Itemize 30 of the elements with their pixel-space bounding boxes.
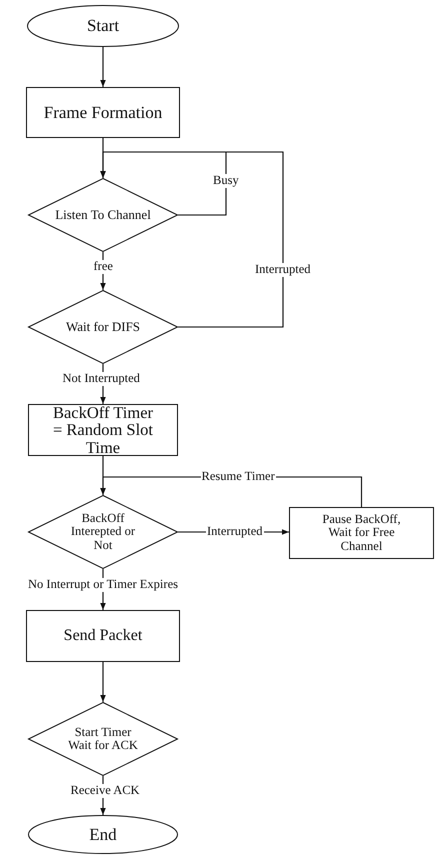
node-label: Start Timer Wait for ACK xyxy=(67,726,139,752)
process-box xyxy=(28,404,178,456)
node-label: Listen To Channel xyxy=(54,208,152,222)
node-label: BackOff Timer = Random Slot Time xyxy=(52,404,154,456)
edge-label: Not Interrupted xyxy=(62,372,141,386)
edge-label: Receive ACK xyxy=(70,784,141,798)
decision-diamond xyxy=(28,290,178,364)
process-box xyxy=(26,610,180,662)
process-box xyxy=(26,87,180,138)
node-label: Wait for DIFS xyxy=(64,320,142,334)
decision-diamond xyxy=(28,495,178,569)
node-label: Send Packet xyxy=(62,628,144,644)
node-label: End xyxy=(89,826,117,844)
node-label: Start xyxy=(86,17,120,35)
arrow xyxy=(100,47,106,87)
process-box xyxy=(289,507,434,559)
edge-label: Interrupted xyxy=(254,263,312,277)
arrow xyxy=(100,662,106,702)
node-label: BackOff Interepted or Not xyxy=(70,512,136,552)
arrow xyxy=(100,151,284,328)
edge-label: free xyxy=(92,260,114,274)
edge-label: Busy xyxy=(212,174,240,188)
edge-label: No Interrupt or Timer Expires xyxy=(27,578,179,592)
terminal-ellipse xyxy=(28,815,178,854)
decision-diamond xyxy=(28,178,178,252)
node-label: Frame Formation xyxy=(42,104,164,122)
decision-diamond xyxy=(28,702,178,776)
terminal-ellipse xyxy=(27,5,179,47)
node-label: Pause BackOff, Wait for Free Channel xyxy=(321,513,402,553)
edge-label: Interrupted xyxy=(206,525,264,539)
